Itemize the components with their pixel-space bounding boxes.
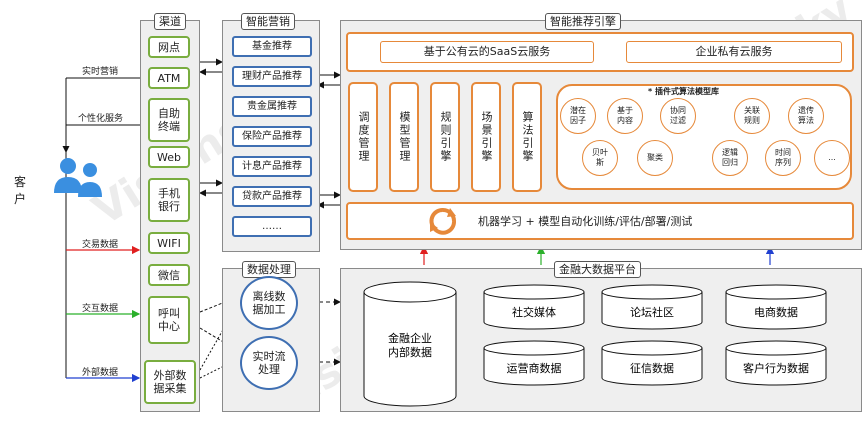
engine-title: 智能推荐引擎 (545, 13, 621, 30)
engine-module-4: 算法引擎 (512, 82, 542, 192)
ml-bar-label: 机器学习 + 模型自动化训练/评估/部署/测试 (478, 215, 693, 228)
data-source-1: 论坛社区 (601, 284, 703, 330)
algo-library-title: * 插件式算法模型库 (648, 87, 719, 96)
engine-module-1: 模型管理 (389, 82, 419, 192)
marketing-item-0: 基金推荐 (232, 36, 312, 57)
data-source-label-2: 电商数据 (754, 305, 798, 319)
data-source-2: 电商数据 (725, 284, 827, 330)
algo-2: 协同过滤 (660, 98, 696, 134)
algo-7: 逻辑回归 (712, 140, 748, 176)
algo-1: 基于内容 (607, 98, 643, 134)
channel-6: 微信 (148, 264, 190, 286)
marketing-item-1: 理财产品推荐 (232, 66, 312, 87)
data-source-4: 征信数据 (601, 340, 703, 386)
external-data-collection-box: 外部数据采集 (144, 360, 196, 404)
marketing-item-6: …… (232, 216, 312, 237)
edge-label-personalized-service: 个性化服务 (78, 114, 124, 124)
channel-4: 手机银行 (148, 178, 190, 222)
channel-2: 自助终端 (148, 98, 190, 142)
channel-1: ATM (148, 67, 190, 89)
algo-0: 潜在因子 (560, 98, 596, 134)
algo-5: 贝叶斯 (582, 140, 618, 176)
marketing-item-3: 保险产品推荐 (232, 126, 312, 147)
data-source-label-3: 运营商数据 (507, 361, 562, 375)
algo-6: 聚类 (637, 140, 673, 176)
realtime-processing-node: 实时流处理 (240, 336, 298, 390)
channel-3: Web (148, 146, 190, 168)
data-source-label-1: 论坛社区 (630, 305, 674, 319)
data-source-3: 运营商数据 (483, 340, 585, 386)
channel-0: 网点 (148, 36, 190, 58)
edge-label-external-data: 外部数据 (82, 368, 119, 378)
marketing-title: 智能营销 (241, 13, 295, 30)
offline-processing-node: 离线数据加工 (240, 276, 298, 330)
data-processing-title: 数据处理 (242, 261, 296, 278)
algo-9: ... (814, 140, 850, 176)
marketing-item-4: 计息产品推荐 (232, 156, 312, 177)
algo-8: 时间序列 (765, 140, 801, 176)
customer-group-icon (54, 158, 102, 197)
data-source-label-5: 客户行为数据 (743, 361, 809, 375)
big-data-platform-title: 金融大数据平台 (554, 261, 641, 278)
edge-label-realtime-marketing: 实时营销 (82, 67, 119, 77)
engine-module-3: 场景引擎 (471, 82, 501, 192)
internal-data-cylinder (363, 281, 457, 407)
marketing-item-5: 贷款产品推荐 (232, 186, 312, 207)
data-source-label-0: 社交媒体 (512, 305, 556, 319)
algo-4: 遗传算法 (788, 98, 824, 134)
internal-data-label: 金融企业内部数据 (388, 331, 432, 359)
data-source-5: 客户行为数据 (725, 340, 827, 386)
engine-module-0: 调度管理 (348, 82, 378, 192)
channel-7: 呼叫中心 (148, 296, 190, 344)
engine-module-2: 规则引擎 (430, 82, 460, 192)
data-source-0: 社交媒体 (483, 284, 585, 330)
algo-3: 关联规则 (734, 98, 770, 134)
channel-5: WIFI (148, 232, 190, 254)
private-cloud-box: 企业私有云服务 (626, 41, 842, 63)
marketing-item-2: 贵金属推荐 (232, 96, 312, 117)
refresh-cycle-icon (429, 208, 456, 235)
edge-label-transaction-data: 交易数据 (82, 240, 119, 250)
edge-label-interaction-data: 交互数据 (82, 304, 119, 314)
public-cloud-box: 基于公有云的SaaS云服务 (380, 41, 594, 63)
data-source-label-4: 征信数据 (630, 361, 674, 375)
customer-label: 客户 (14, 175, 27, 206)
channels-title: 渠道 (154, 13, 186, 30)
